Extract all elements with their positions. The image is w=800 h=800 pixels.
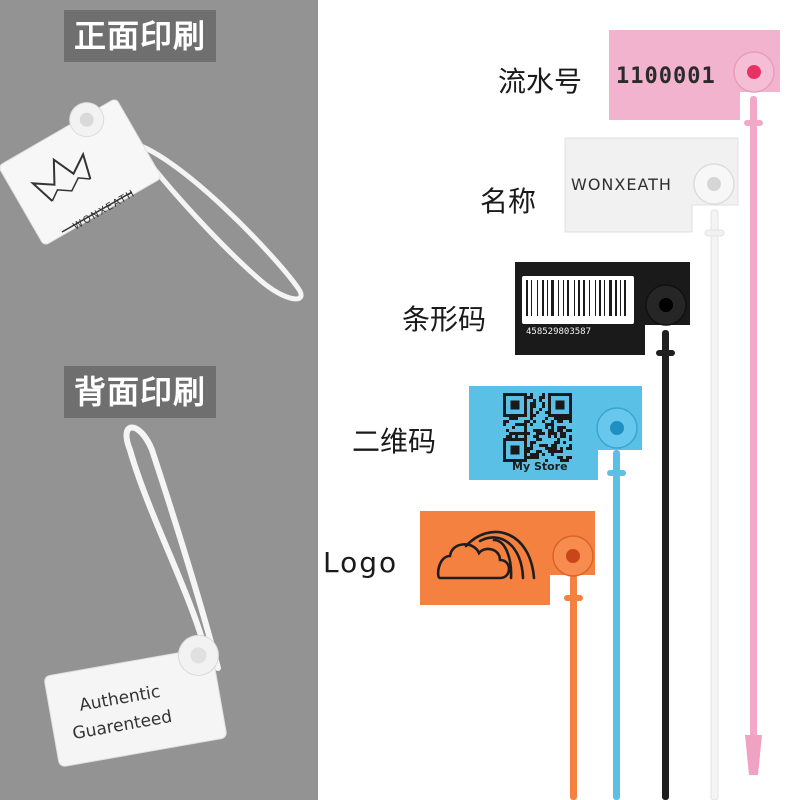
strap-black: [656, 330, 675, 800]
tag-blue-text: My Store: [512, 460, 568, 473]
front-print-title: 正面印刷: [64, 10, 217, 62]
strap-blue: [607, 450, 626, 800]
barcode-icon: [522, 276, 634, 324]
tag-blue: [469, 386, 642, 480]
front-tag-illustration: WONXEATH Authentic Guarenteed: [0, 99, 304, 767]
strap-pink: [744, 96, 763, 775]
tag-white-text: WONXEATH: [571, 175, 672, 194]
tag-orange: [420, 511, 595, 605]
label-serial-number: 流水号: [498, 65, 583, 98]
strap-white: [704, 209, 725, 800]
cloud-wave-logo-icon: [436, 530, 536, 580]
back-print-title: 背面印刷: [64, 366, 217, 418]
tag-white: [564, 137, 739, 233]
tag-black: [515, 262, 690, 355]
label-barcode: 条形码: [402, 303, 487, 336]
qr-code-icon: [503, 393, 572, 462]
tag-pink-text: 1100001: [616, 64, 716, 89]
strap-orange: [564, 575, 583, 800]
label-logo: Logo: [323, 546, 399, 579]
tag-black-text: 458529803587: [526, 327, 591, 337]
crown-logo-icon: [30, 151, 92, 202]
tag-pink: [609, 30, 780, 120]
label-qrcode: 二维码: [352, 425, 437, 458]
label-name: 名称: [480, 185, 537, 218]
